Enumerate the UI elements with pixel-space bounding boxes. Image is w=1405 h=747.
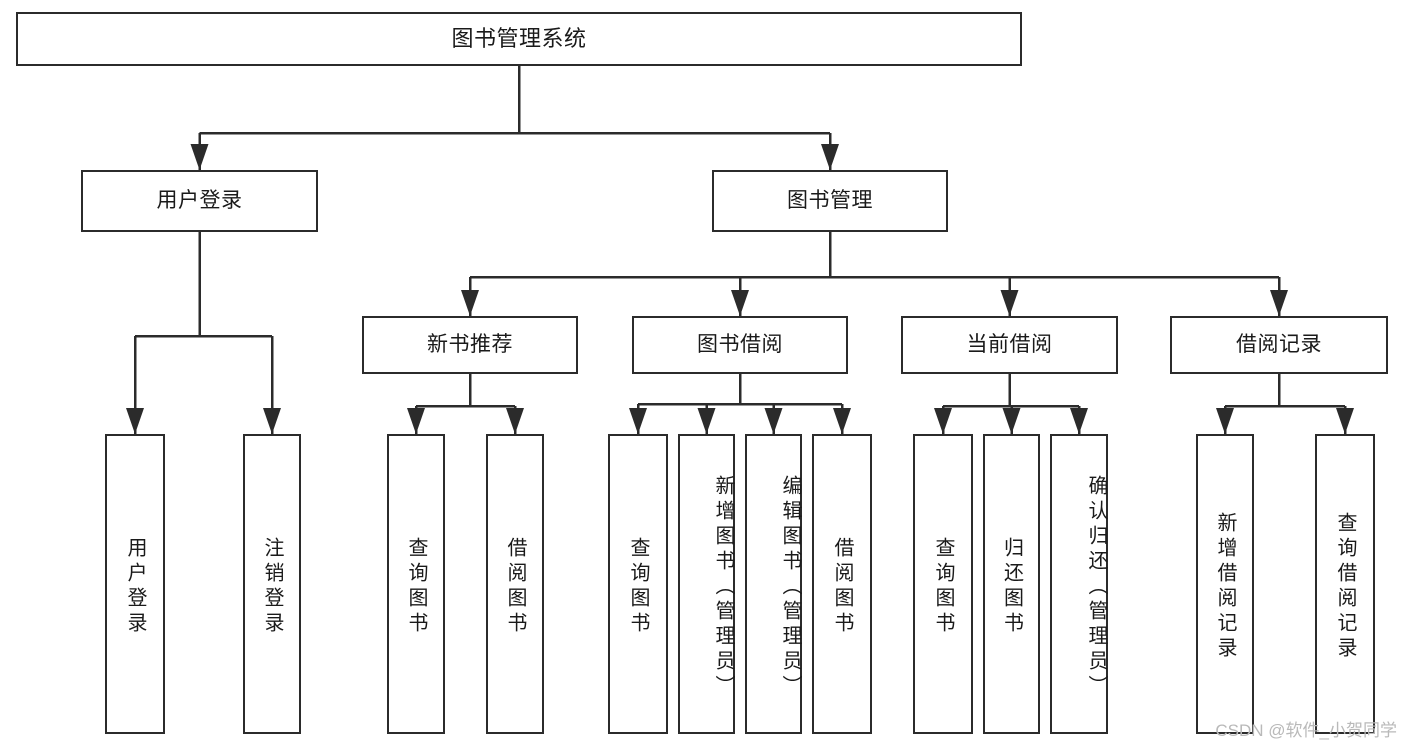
node-label: 借阅记录 (1236, 333, 1322, 357)
node-label: 归还图书 (1000, 537, 1023, 637)
node-label: 确认归还（管理员） (1085, 474, 1107, 700)
node-book-borrow[interactable]: 图书借阅 (632, 316, 848, 374)
leaf-add-book-admin[interactable]: 新增图书（管理员） (678, 434, 735, 734)
leaf-return-book[interactable]: 归还图书 (983, 434, 1040, 734)
leaf-borrow-book[interactable]: 借阅图书 (812, 434, 872, 734)
node-label: 查询借阅记录 (1334, 512, 1356, 662)
leaf-query-book-current[interactable]: 查询图书 (913, 434, 973, 734)
node-book-manage[interactable]: 图书管理 (712, 170, 948, 232)
node-label: 图书借阅 (697, 333, 783, 357)
leaf-user-login[interactable]: 用户登录 (105, 434, 165, 734)
node-borrow-record[interactable]: 借阅记录 (1170, 316, 1388, 374)
node-label: 查询图书 (405, 537, 427, 637)
node-label: 注销登录 (261, 537, 283, 637)
watermark-text: CSDN @软件_小贺同学 (1215, 721, 1397, 740)
node-label: 用户登录 (124, 537, 146, 637)
node-label: 当前借阅 (966, 333, 1053, 357)
node-label: 图书管理系统 (451, 25, 587, 51)
leaf-query-book-borrow[interactable]: 查询图书 (608, 434, 668, 734)
node-new-book-recommend[interactable]: 新书推荐 (362, 316, 578, 374)
leaf-query-borrow-record[interactable]: 查询借阅记录 (1315, 434, 1375, 734)
node-label: 新书推荐 (427, 333, 513, 357)
node-label: 借阅图书 (504, 537, 526, 637)
node-label: 图书管理 (787, 189, 873, 213)
leaf-confirm-return-admin[interactable]: 确认归还（管理员） (1050, 434, 1108, 734)
leaf-borrow-book-recommend[interactable]: 借阅图书 (486, 434, 544, 734)
node-label: 查询图书 (627, 537, 649, 637)
node-label: 借阅图书 (831, 537, 853, 637)
node-label: 用户登录 (156, 189, 243, 213)
node-user-login[interactable]: 用户登录 (81, 170, 318, 232)
leaf-logout[interactable]: 注销登录 (243, 434, 301, 734)
node-label: 新增图书（管理员） (712, 474, 734, 700)
node-label: 查询图书 (932, 537, 954, 637)
leaf-add-borrow-record[interactable]: 新增借阅记录 (1196, 434, 1254, 734)
node-label: 编辑图书（管理员） (779, 474, 801, 700)
node-root-system[interactable]: 图书管理系统 (16, 12, 1022, 66)
node-label: 新增借阅记录 (1214, 512, 1236, 662)
node-current-borrow[interactable]: 当前借阅 (901, 316, 1118, 374)
leaf-query-book-recommend[interactable]: 查询图书 (387, 434, 445, 734)
leaf-edit-book-admin[interactable]: 编辑图书（管理员） (745, 434, 802, 734)
